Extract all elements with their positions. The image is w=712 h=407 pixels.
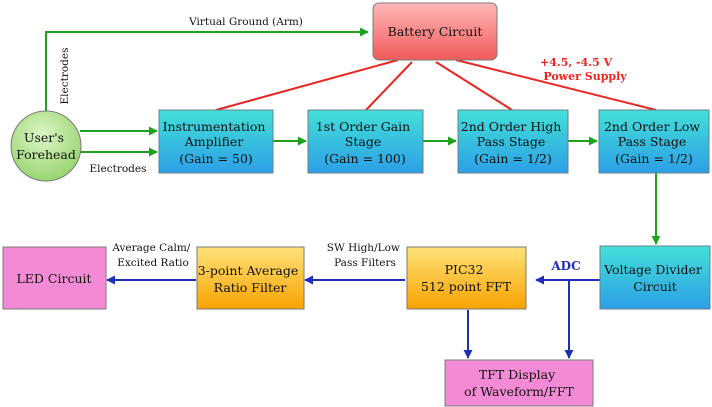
power-line-low-pass — [455, 59, 657, 111]
power-line-instr-amp — [215, 59, 399, 111]
instrumentation-amplifier-box: Instrumentation Amplifier (Gain = 50) — [158, 109, 274, 174]
tft-display-label: TFT Display of Waveform/FFT — [464, 367, 574, 399]
average-ratio-label: Average Calm/ Excited Ratio — [111, 242, 193, 269]
virtual-ground-label: Virtual Ground (Arm) — [188, 16, 303, 28]
electrodes-vertical-label: Electrodes — [59, 47, 71, 104]
instrumentation-amplifier-label: Instrumentation Amplifier (Gain = 50) — [163, 119, 270, 166]
tft-display-box: TFT Display of Waveform/FFT — [444, 359, 594, 407]
pic32-label: PIC32 512 point FFT — [421, 262, 512, 294]
battery-circuit-box: Battery Circuit — [372, 2, 498, 61]
power-supply-label: +4.5, -4.5 V Power Supply — [540, 56, 627, 83]
high-pass-stage-label: 2nd Order High Pass Stage (Gain = 1/2) — [461, 119, 566, 166]
power-supply-lines — [215, 59, 657, 111]
users-forehead-label: User's Forehead — [16, 130, 76, 162]
low-pass-stage-label: 2nd Order Low Pass Stage (Gain = 1/2) — [604, 119, 704, 166]
virtual-ground-arrow — [45, 27, 369, 112]
voltage-divider-box: Voltage Divider Circuit — [599, 245, 711, 310]
led-circuit-box: LED Circuit — [2, 246, 107, 310]
high-pass-stage-box: 2nd Order High Pass Stage (Gain = 1/2) — [457, 109, 569, 174]
power-line-high-pass — [435, 61, 513, 111]
pic32-box: PIC32 512 point FFT — [406, 246, 527, 310]
low-pass-stage-box: 2nd Order Low Pass Stage (Gain = 1/2) — [598, 109, 710, 174]
led-circuit-label: LED Circuit — [16, 271, 91, 286]
adc-label: ADC — [550, 259, 580, 273]
battery-circuit-label: Battery Circuit — [388, 24, 483, 39]
first-order-gain-label: 1st Order Gain Stage (Gain = 100) — [316, 119, 414, 166]
average-ratio-filter-label: 3-point Average Ratio Filter — [198, 263, 303, 295]
power-line-first-gain — [365, 61, 413, 111]
analog-signal-arrows — [45, 27, 661, 245]
users-forehead-node: User's Forehead — [10, 110, 82, 182]
average-ratio-filter-box: 3-point Average Ratio Filter — [196, 246, 305, 310]
voltage-divider-label: Voltage Divider Circuit — [603, 262, 706, 294]
digital-signal-arrows — [106, 275, 600, 359]
sw-filters-label: SW High/Low Pass Filters — [327, 242, 404, 269]
first-order-gain-box: 1st Order Gain Stage (Gain = 100) — [307, 109, 424, 174]
electrodes-bottom-label: Electrodes — [89, 163, 146, 175]
